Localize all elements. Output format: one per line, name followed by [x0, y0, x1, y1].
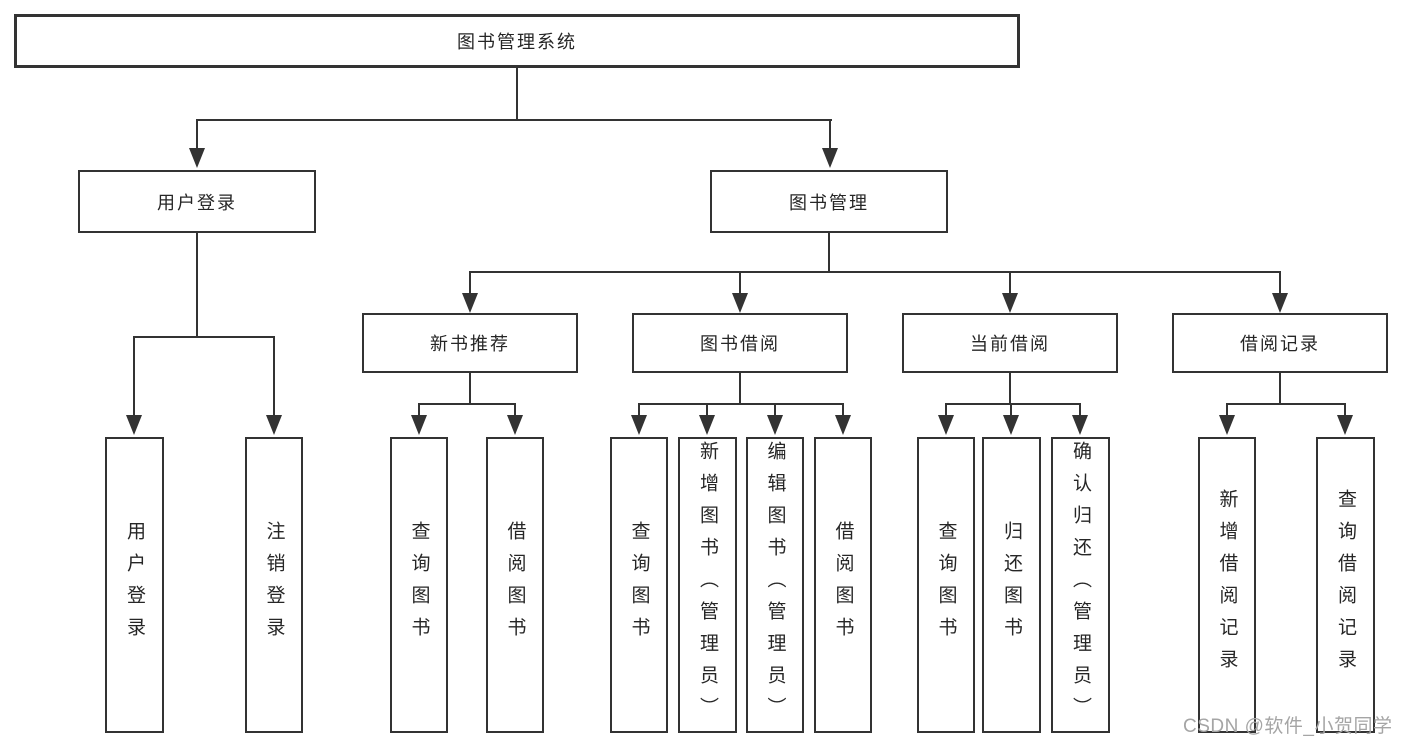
leaf-query-borrow-record: 查询借阅记录	[1316, 437, 1375, 733]
arrow-down-icon	[189, 148, 205, 168]
arrow-down-icon	[1337, 415, 1353, 435]
node-new-book-recommend: 新书推荐	[362, 313, 578, 373]
connector-line	[1009, 271, 1011, 295]
connector-line	[469, 271, 1281, 273]
connector-line	[706, 403, 708, 417]
connector-line	[1010, 403, 1012, 417]
leaf-label: 编辑图书（管理员）	[764, 441, 786, 729]
leaf-label: 确认归还（管理员）	[1070, 441, 1091, 729]
connector-line	[1079, 403, 1081, 417]
leaf-label: 查询图书	[408, 521, 430, 649]
csdn-watermark: CSDN @软件_小贺同学	[1183, 716, 1393, 737]
connector-line	[739, 271, 741, 295]
leaf-user-login: 用户登录	[105, 437, 164, 733]
node-borrow-records: 借阅记录	[1172, 313, 1388, 373]
connector-line	[1226, 403, 1346, 405]
leaf-edit-books-admin: 编辑图书（管理员）	[746, 437, 804, 733]
connector-line	[1279, 271, 1281, 295]
arrow-down-icon	[938, 415, 954, 435]
leaf-label: 查询图书	[935, 521, 957, 649]
leaf-label: 归还图书	[1001, 521, 1022, 649]
node-book-borrowing: 图书借阅	[632, 313, 848, 373]
connector-line	[1009, 372, 1011, 405]
leaf-logout: 注销登录	[245, 437, 303, 733]
connector-line	[469, 372, 471, 405]
connector-line	[828, 232, 830, 273]
leaf-borrow-books: 借阅图书	[814, 437, 872, 733]
connector-line	[638, 403, 640, 417]
connector-line	[418, 403, 516, 405]
arrow-down-icon	[732, 293, 748, 313]
leaf-label: 新增借阅记录	[1216, 489, 1238, 681]
connector-line	[1226, 403, 1228, 417]
node-current-borrowing: 当前借阅	[902, 313, 1118, 373]
leaf-confirm-return-admin: 确认归还（管理员）	[1051, 437, 1110, 733]
connector-line	[196, 119, 198, 150]
leaf-label: 新增图书（管理员）	[697, 441, 718, 729]
leaf-label: 查询图书	[628, 521, 650, 649]
connector-line	[273, 336, 275, 417]
connector-line	[196, 119, 832, 121]
leaf-label: 用户登录	[124, 521, 145, 649]
connector-line	[514, 403, 516, 417]
arrow-down-icon	[266, 415, 282, 435]
node-book-management: 图书管理	[710, 170, 948, 233]
leaf-label: 查询借阅记录	[1335, 489, 1356, 681]
connector-line	[638, 403, 844, 405]
leaf-add-books-admin: 新增图书（管理员）	[678, 437, 737, 733]
leaf-label: 借阅图书	[832, 521, 854, 649]
connector-line	[774, 403, 776, 417]
arrow-down-icon	[1272, 293, 1288, 313]
connector-line	[196, 232, 198, 338]
leaf-borrow-books-recommend: 借阅图书	[486, 437, 544, 733]
connector-line	[945, 403, 1081, 405]
arrow-down-icon	[411, 415, 427, 435]
connector-line	[418, 403, 420, 417]
arrow-down-icon	[507, 415, 523, 435]
connector-line	[829, 119, 831, 150]
arrow-down-icon	[126, 415, 142, 435]
arrow-down-icon	[1219, 415, 1235, 435]
leaf-label: 借阅图书	[504, 521, 526, 649]
connector-line	[133, 336, 135, 417]
leaf-query-books-borrowing: 查询图书	[610, 437, 668, 733]
arrow-down-icon	[1002, 293, 1018, 313]
connector-line	[1279, 372, 1281, 405]
node-library-system: 图书管理系统	[14, 14, 1020, 68]
connector-line	[516, 67, 518, 121]
connector-line	[739, 372, 741, 405]
connector-line	[945, 403, 947, 417]
arrow-down-icon	[631, 415, 647, 435]
leaf-add-borrow-record: 新增借阅记录	[1198, 437, 1256, 733]
arrow-down-icon	[1003, 415, 1019, 435]
connector-line	[842, 403, 844, 417]
connector-line	[469, 271, 471, 295]
connector-line	[1344, 403, 1346, 417]
arrow-down-icon	[699, 415, 715, 435]
leaf-query-books-recommend: 查询图书	[390, 437, 448, 733]
connector-line	[133, 336, 275, 338]
arrow-down-icon	[462, 293, 478, 313]
arrow-down-icon	[835, 415, 851, 435]
node-user-login: 用户登录	[78, 170, 316, 233]
leaf-return-books: 归还图书	[982, 437, 1041, 733]
leaf-query-books-current: 查询图书	[917, 437, 975, 733]
arrow-down-icon	[1072, 415, 1088, 435]
arrow-down-icon	[822, 148, 838, 168]
leaf-label: 注销登录	[263, 521, 285, 649]
arrow-down-icon	[767, 415, 783, 435]
